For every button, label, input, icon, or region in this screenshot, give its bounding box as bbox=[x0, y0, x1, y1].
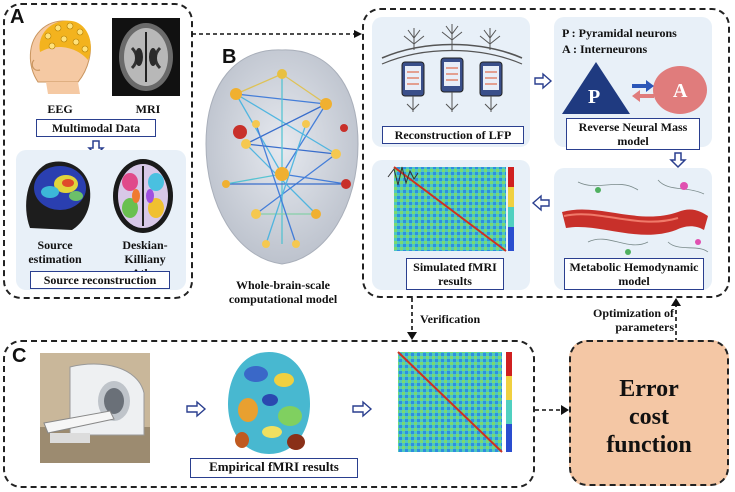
empirical-fc-matrix bbox=[397, 351, 512, 453]
error-cost-function-box bbox=[569, 340, 729, 486]
multimodal-data-label: Multimodal Data bbox=[36, 119, 156, 137]
node-a-letter: A bbox=[673, 80, 688, 102]
arrow-a-to-lfp bbox=[192, 30, 362, 38]
legend-interneurons: A : Interneurons bbox=[562, 42, 648, 56]
source-reconstruction-label: Source reconstruction bbox=[30, 271, 170, 289]
empirical-fmri-label: Empirical fMRI results bbox=[190, 458, 358, 478]
error-line-3: function bbox=[606, 432, 692, 458]
arrow-verification bbox=[407, 298, 417, 340]
neural-mass-diagram bbox=[562, 62, 707, 114]
mri-slice-image bbox=[112, 18, 180, 96]
eeg-head-image bbox=[29, 20, 91, 94]
arrow-error-to-pipeline bbox=[671, 298, 681, 342]
right-arrow-icon-c2 bbox=[352, 400, 373, 418]
source-estimation-head-image bbox=[26, 161, 91, 230]
mri-scanner-image bbox=[40, 353, 150, 463]
mri-label: MRI bbox=[135, 102, 161, 116]
error-line-2: cost bbox=[629, 404, 669, 430]
right-arrow-icon-c1 bbox=[186, 400, 207, 418]
source-estimation-label: Source estimation bbox=[28, 238, 82, 266]
arrow-c-to-error bbox=[535, 405, 569, 415]
hemodynamic-label: Metabolic Hemodynamic model bbox=[564, 258, 704, 290]
verification-label: Verification bbox=[420, 312, 481, 326]
simulated-fc-matrix bbox=[387, 166, 514, 252]
simulated-fmri-label: Simulated fMRI results bbox=[406, 258, 504, 290]
computational-model-label: Whole-brain-scale computational model bbox=[228, 278, 338, 306]
error-line-1: Error bbox=[619, 376, 679, 402]
left-arrow-icon bbox=[531, 194, 550, 212]
empirical-brain-map bbox=[228, 352, 310, 454]
lfp-label: Reconstruction of LFP bbox=[382, 126, 524, 144]
panel-a-frame bbox=[3, 3, 193, 299]
node-p-letter: P bbox=[588, 86, 601, 108]
blood-vessel-image bbox=[562, 179, 709, 255]
panel-b-letter: B bbox=[222, 46, 237, 68]
right-arrow-icon bbox=[534, 72, 553, 90]
model-pipeline-frame bbox=[362, 8, 730, 298]
panel-c-frame bbox=[3, 340, 535, 488]
neural-mass-label: Reverse Neural Mass model bbox=[566, 118, 700, 150]
legend-pyramidal: P : Pyramidal neurons bbox=[562, 26, 677, 40]
whole-brain-network-image bbox=[205, 49, 359, 265]
optimization-label: Optimization of parameters bbox=[593, 306, 674, 334]
atlas-brain-image bbox=[113, 159, 173, 233]
lfp-neurons-image bbox=[381, 24, 523, 112]
panel-a-letter: A bbox=[10, 6, 25, 28]
panel-c-letter: C bbox=[12, 345, 27, 367]
eeg-label: EEG bbox=[47, 102, 73, 116]
down-arrow-icon-2 bbox=[669, 152, 687, 169]
